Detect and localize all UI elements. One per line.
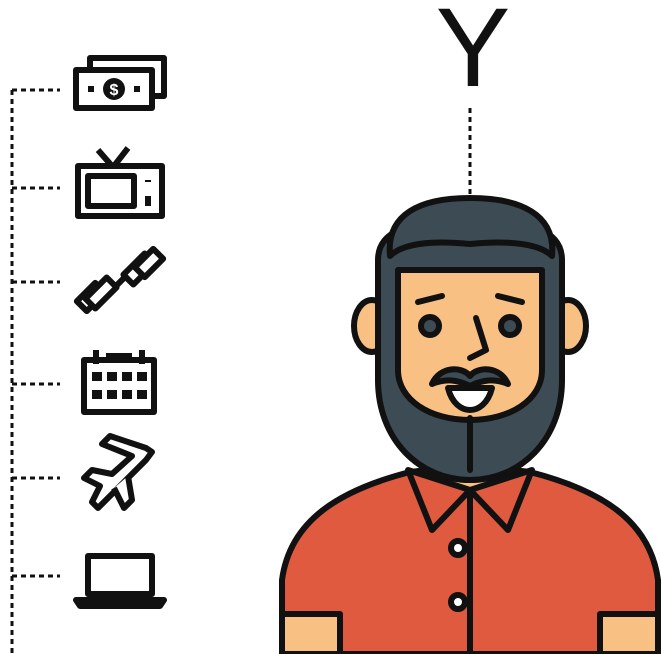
shirt-button: [448, 592, 468, 612]
tv-icon: [75, 146, 165, 219]
mustache: [429, 366, 511, 389]
hair: [386, 195, 556, 259]
dumbbell-icon: [73, 245, 167, 315]
collar-right: [467, 467, 535, 533]
mouth: [445, 385, 495, 413]
shirt-cuff-left: [279, 611, 343, 654]
laptop-icon: [73, 553, 167, 609]
calendar-icon: [81, 350, 157, 415]
money-icon: $: [73, 55, 167, 111]
shirt-button: [448, 538, 468, 558]
shirt-cuff-right: [597, 611, 661, 654]
collar-left: [405, 467, 473, 533]
connector-lines: [10, 88, 472, 654]
bearded-man-avatar: [279, 195, 661, 654]
svg-text:$: $: [110, 82, 119, 99]
generation-letter: Y: [435, 0, 511, 110]
airplane-icon: [81, 433, 155, 511]
eye-left: [418, 314, 442, 338]
eye-right: [498, 314, 522, 338]
